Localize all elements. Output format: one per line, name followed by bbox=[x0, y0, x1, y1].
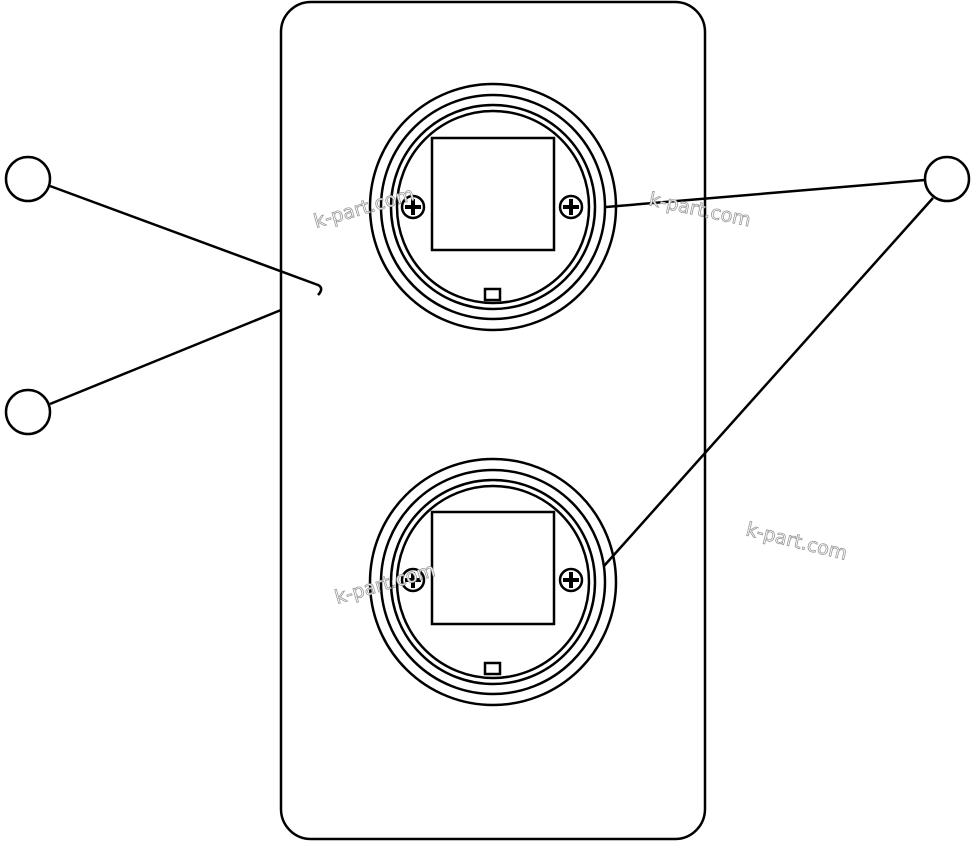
watermark: k-part.com bbox=[744, 519, 850, 565]
screw-icon bbox=[558, 567, 584, 593]
leader-line bbox=[605, 178, 926, 209]
screw-icon bbox=[400, 567, 426, 593]
ring bbox=[379, 93, 607, 321]
callout-balloon bbox=[4, 388, 52, 436]
inner-ring bbox=[395, 109, 591, 305]
tab bbox=[483, 661, 502, 676]
screw-icon bbox=[558, 194, 584, 220]
outer-ring bbox=[368, 457, 618, 707]
screw-icon bbox=[400, 194, 426, 220]
ring bbox=[389, 103, 597, 311]
mounting-plate bbox=[279, 0, 707, 841]
upper-round-fixture bbox=[368, 82, 618, 332]
callout-balloon bbox=[923, 155, 971, 203]
callout-balloon bbox=[4, 155, 52, 203]
ring bbox=[389, 478, 597, 686]
square-window bbox=[430, 510, 556, 626]
lower-round-fixture bbox=[368, 457, 618, 707]
leader-line bbox=[49, 184, 323, 296]
watermark: k-part.com bbox=[332, 559, 438, 609]
leader-line bbox=[49, 308, 282, 406]
leader-line bbox=[603, 197, 934, 567]
inner-ring bbox=[395, 484, 591, 680]
square-window bbox=[430, 136, 556, 252]
watermark: k-part.com bbox=[311, 183, 417, 233]
ring bbox=[379, 468, 607, 696]
tab bbox=[483, 287, 502, 302]
